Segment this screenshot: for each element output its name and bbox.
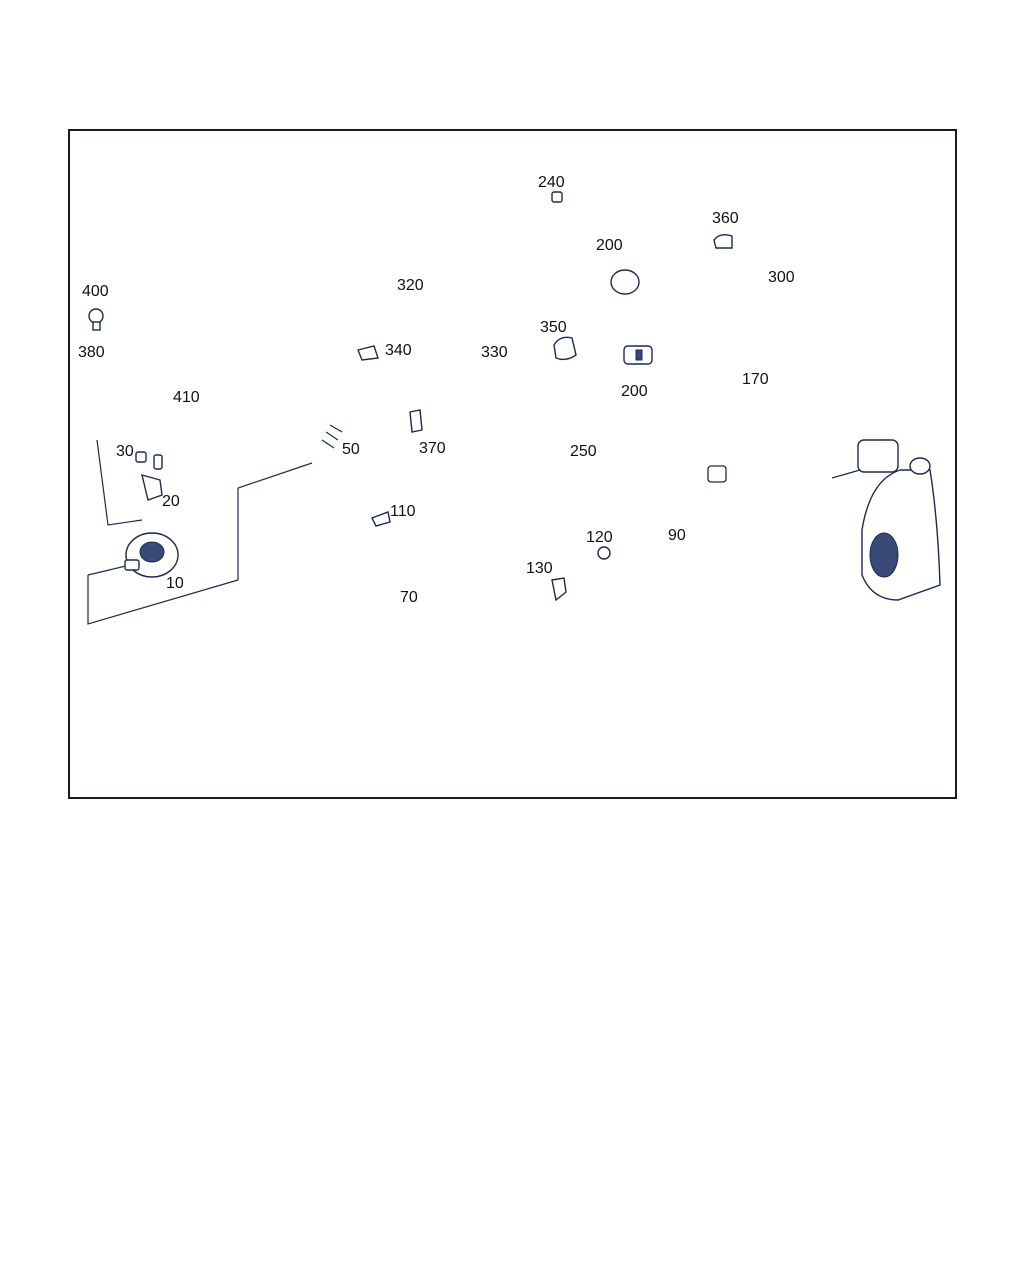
label-330: 330 xyxy=(481,344,508,361)
hose-330[interactable] xyxy=(409,353,551,405)
label-30: 30 xyxy=(116,443,134,460)
part-labels: 10 20 30 50 70 90 110 120 130 170 200 20… xyxy=(78,174,795,606)
clamp-360[interactable] xyxy=(713,233,733,249)
label-370: 370 xyxy=(419,440,446,457)
valve-200-lower[interactable] xyxy=(623,345,653,365)
label-300: 300 xyxy=(768,269,795,286)
clip-370[interactable] xyxy=(409,409,423,433)
label-340: 340 xyxy=(385,342,412,359)
hose-50[interactable] xyxy=(302,389,408,468)
leader-lines xyxy=(87,439,313,625)
label-170: 170 xyxy=(742,371,769,388)
clamp-110[interactable] xyxy=(371,511,391,527)
label-410: 410 xyxy=(173,389,200,406)
diagram-frame xyxy=(68,129,957,799)
label-200-upper: 200 xyxy=(596,237,623,254)
hose-70[interactable] xyxy=(234,389,604,637)
label-90: 90 xyxy=(668,527,686,544)
hose-170[interactable] xyxy=(658,376,822,452)
connector-350[interactable] xyxy=(553,336,577,361)
label-320: 320 xyxy=(397,277,424,294)
clamp-120[interactable] xyxy=(597,546,611,560)
screw-400[interactable] xyxy=(88,308,104,331)
clamp-130[interactable] xyxy=(551,577,567,602)
label-130: 130 xyxy=(526,560,553,577)
nut-240[interactable] xyxy=(551,191,563,203)
hose-320[interactable] xyxy=(348,221,496,332)
label-380: 380 xyxy=(78,344,105,361)
label-120: 120 xyxy=(586,529,613,546)
label-50: 50 xyxy=(342,441,360,458)
hose-90[interactable] xyxy=(601,458,850,603)
hose-300[interactable] xyxy=(587,266,820,350)
label-70: 70 xyxy=(400,589,418,606)
hose-410[interactable] xyxy=(151,314,212,436)
hose-250[interactable] xyxy=(507,351,603,435)
label-360: 360 xyxy=(712,210,739,227)
expansion-tank[interactable] xyxy=(831,439,941,601)
bracket-20[interactable] xyxy=(141,474,163,501)
label-240: 240 xyxy=(538,174,565,191)
label-10: 10 xyxy=(166,575,184,592)
screw-30[interactable] xyxy=(135,451,163,470)
label-20: 20 xyxy=(162,493,180,510)
label-200-lower: 200 xyxy=(621,383,648,400)
label-110: 110 xyxy=(390,503,416,520)
label-250: 250 xyxy=(570,443,597,460)
clip-340[interactable] xyxy=(357,345,379,361)
water-pump-10[interactable] xyxy=(124,532,179,578)
hose-380[interactable] xyxy=(94,319,151,443)
hose-200-upper[interactable] xyxy=(539,201,644,295)
label-350: 350 xyxy=(540,319,567,336)
label-400: 400 xyxy=(82,283,109,300)
